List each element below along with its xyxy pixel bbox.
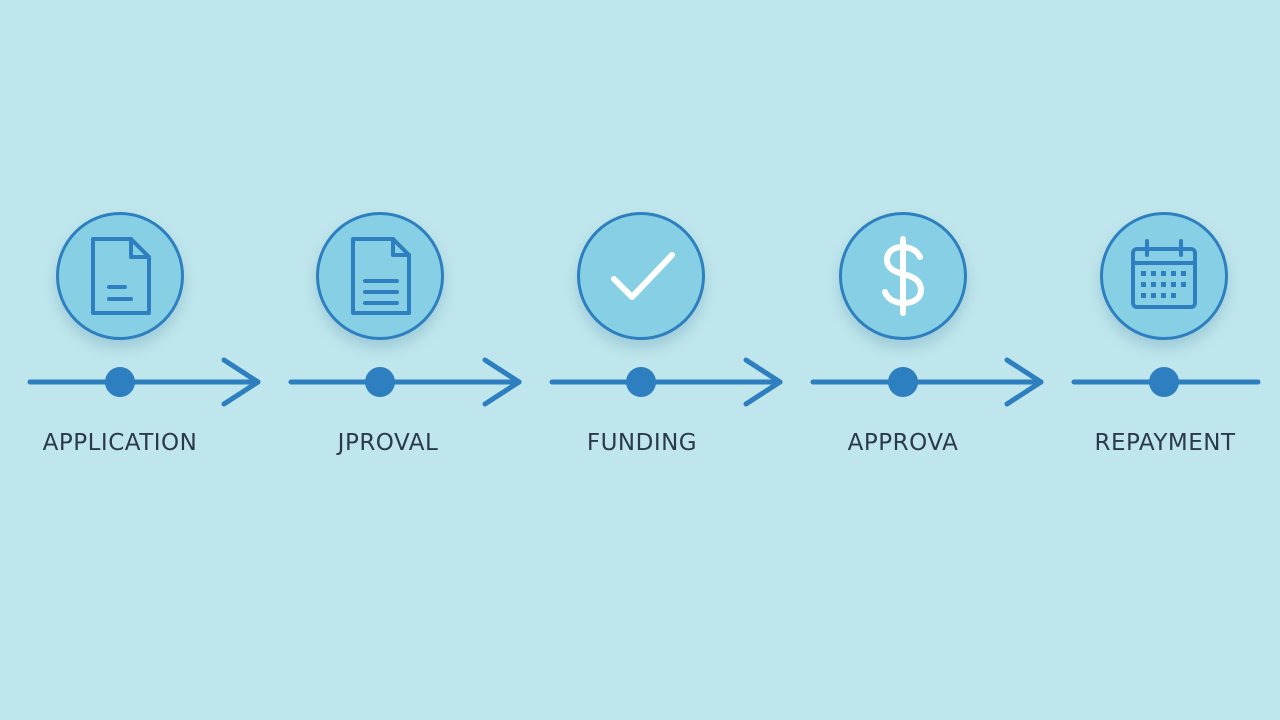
step-approval-circle (316, 212, 444, 340)
node-dot-2 (365, 367, 395, 397)
document-lines-icon (351, 237, 411, 315)
step-label-jproval: JPROVAL (337, 430, 439, 456)
step-label-funding: FUNDING (586, 430, 698, 456)
step-application-circle (56, 212, 184, 340)
document-icon (91, 237, 151, 315)
node-dot-5 (1149, 367, 1179, 397)
step-funding-circle (577, 212, 705, 340)
step-label-application: APPLICATION (42, 430, 198, 456)
checkmark-icon (611, 252, 675, 300)
arrowhead-3-icon (743, 357, 783, 407)
node-dot-3 (626, 367, 656, 397)
step-approva-circle (839, 212, 967, 340)
arrowhead-1-icon (221, 357, 261, 407)
step-repayment-circle (1100, 212, 1228, 340)
node-dot-1 (105, 367, 135, 397)
dollar-icon (882, 236, 924, 316)
arrowhead-4-icon (1004, 357, 1044, 407)
node-dot-4 (888, 367, 918, 397)
arrowhead-2-icon (482, 357, 522, 407)
calendar-icon (1131, 239, 1197, 309)
step-label-repayment: REPAYMENT (1094, 430, 1236, 456)
step-label-approva: APPROVA (847, 430, 959, 456)
